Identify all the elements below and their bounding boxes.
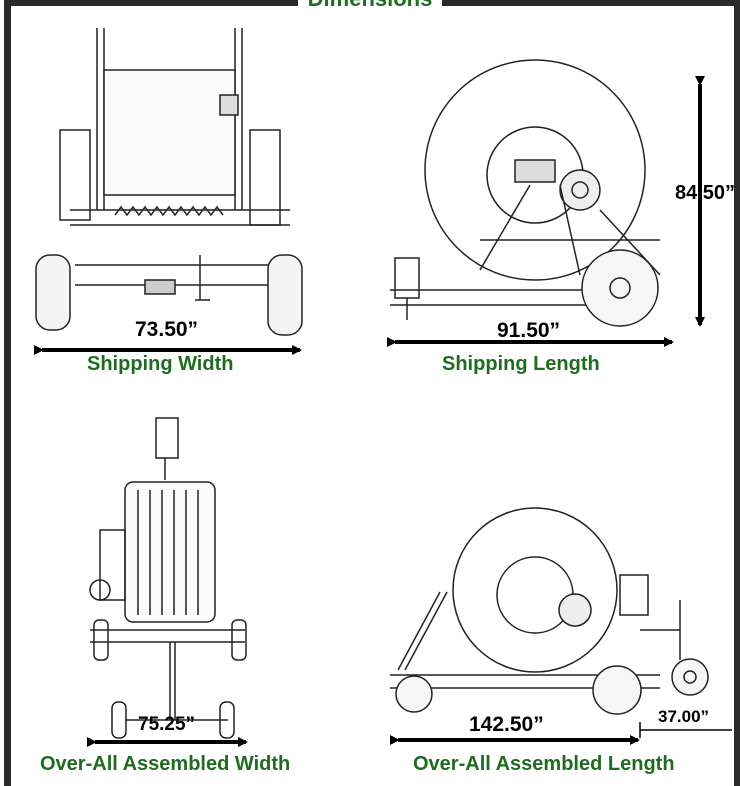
shipping-width-drawing — [36, 28, 302, 335]
assembled-length-dimension: 142.50” — [469, 713, 544, 736]
shipping-length-dimension: 91.50” — [497, 319, 561, 342]
extra-length-dimension: 37.00” — [658, 707, 710, 726]
frame-left-border — [4, 0, 11, 786]
assembled-width-caption: Over-All Assembled Width — [40, 753, 291, 775]
shipping-width-dimension: 73.50” — [135, 318, 199, 341]
page-title: Dimensions — [0, 0, 740, 11]
shipping-width-caption: Shipping Width — [87, 353, 234, 375]
shipping-height-dimension: 84.50” — [675, 182, 736, 204]
assembled-width-drawing — [90, 418, 246, 738]
shipping-length-caption: Shipping Length — [442, 353, 600, 375]
assembled-width-dimension: 75.25” — [138, 714, 196, 735]
frame-right-border — [734, 0, 740, 786]
assembled-length-caption: Over-All Assembled Length — [413, 753, 675, 775]
assembled-length-drawing — [390, 508, 708, 714]
page-title-text: Dimensions — [297, 0, 443, 11]
shipping-length-drawing — [390, 60, 660, 326]
